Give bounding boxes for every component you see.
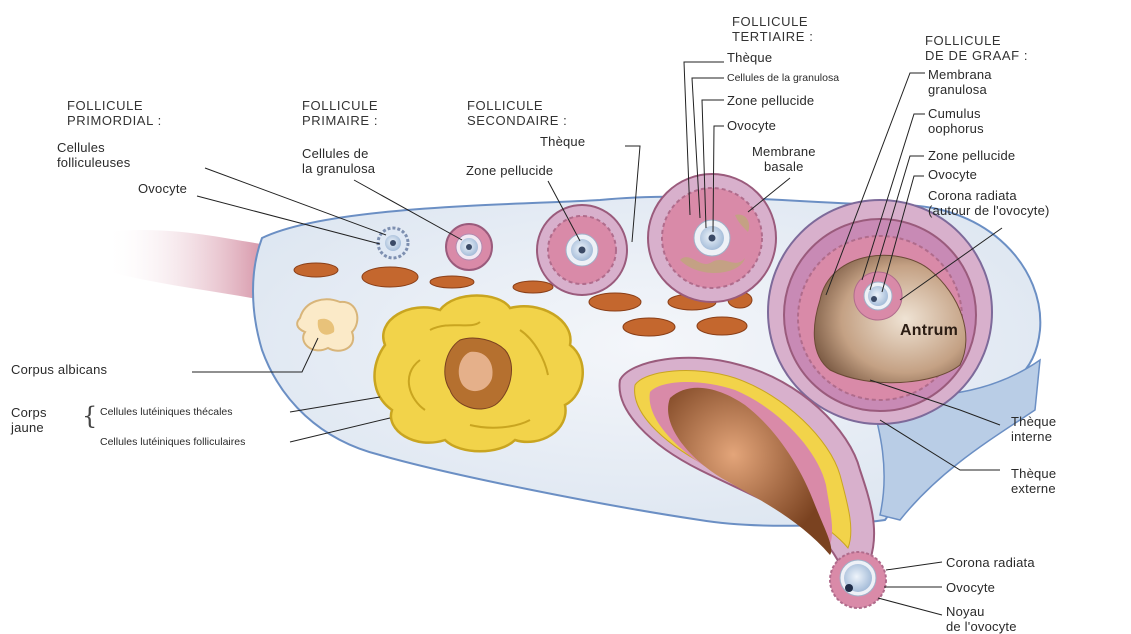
label-ovocyte-primordial: Ovocyte — [138, 181, 187, 196]
primary-follicle — [446, 224, 492, 270]
header-tertiaire-line2: TERTIAIRE : — [732, 29, 813, 44]
label-cellules-granulosa-primaire: Cellules de la granulosa — [302, 146, 375, 176]
label-cellules-granulosa-tertiaire: Cellules de la granulosa — [727, 72, 839, 84]
header-tertiaire-line1: FOLLICULE — [732, 14, 813, 29]
label-luteiniques-folliculaires: Cellules lutéiniques folliculaires — [100, 436, 245, 448]
header-secondaire-line2: SECONDAIRE : — [467, 113, 567, 128]
header-graaf-line1: FOLLICULE — [925, 33, 1028, 48]
label-corps-jaune: Corps jaune — [11, 405, 47, 435]
label-membrane-basale: Membrane basale — [752, 144, 816, 174]
header-primaire-line2: PRIMAIRE : — [302, 113, 378, 128]
header-tertiaire: FOLLICULE TERTIAIRE : — [732, 14, 813, 44]
label-cumulus-oophorus-line2: oophorus — [928, 121, 984, 136]
label-noyau-ovocyte-line1: Noyau — [946, 604, 1017, 619]
label-cellules-folliculeuses-line2: folliculeuses — [57, 155, 130, 170]
label-corona-radiata-graaf: Corona radiata (autour de l'ovocyte) — [928, 188, 1050, 218]
label-membrana-granulosa-line2: granulosa — [928, 82, 992, 97]
label-zone-pellucide-tertiaire: Zone pellucide — [727, 93, 814, 108]
header-primordial-line2: PRIMORDIAL : — [67, 113, 162, 128]
label-theque-tertiaire: Thèque — [727, 50, 772, 65]
corpus-luteum — [375, 296, 583, 452]
label-membrana-granulosa-line1: Membrana — [928, 67, 992, 82]
label-cellules-granulosa-primaire-line2: la granulosa — [302, 161, 375, 176]
label-theque-interne: Thèque interne — [1011, 414, 1056, 444]
label-cellules-folliculeuses-line1: Cellules — [57, 140, 130, 155]
brace-symbol: { — [82, 402, 97, 430]
label-theque-externe-line1: Thèque — [1011, 466, 1056, 481]
label-theque-externe-line2: externe — [1011, 481, 1056, 496]
label-membrana-granulosa: Membrana granulosa — [928, 67, 992, 97]
primordial-follicle — [378, 228, 408, 258]
label-ovocyte-graaf: Ovocyte — [928, 167, 977, 182]
released-ovocyte — [830, 552, 886, 608]
header-graaf-line2: DE DE GRAAF : — [925, 48, 1028, 63]
label-cumulus-oophorus-line1: Cumulus — [928, 106, 984, 121]
label-corpus-albicans: Corpus albicans — [11, 362, 107, 377]
header-secondaire-line1: FOLLICULE — [467, 98, 567, 113]
ovarian-ligament — [105, 230, 268, 300]
label-antrum: Antrum — [900, 323, 958, 338]
header-primaire-line1: FOLLICULE — [302, 98, 378, 113]
label-theque-interne-line1: Thèque — [1011, 414, 1056, 429]
corpus-albicans — [297, 299, 357, 350]
label-cellules-folliculeuses: Cellules folliculeuses — [57, 140, 130, 170]
label-corona-radiata-graaf-line1: Corona radiata — [928, 188, 1050, 203]
header-primaire: FOLLICULE PRIMAIRE : — [302, 98, 378, 128]
label-theque-secondaire: Thèque — [540, 134, 585, 149]
label-theque-interne-line2: interne — [1011, 429, 1056, 444]
label-zone-pellucide-graaf: Zone pellucide — [928, 148, 1015, 163]
label-cellules-granulosa-primaire-line1: Cellules de — [302, 146, 375, 161]
label-ovocyte-tertiaire: Ovocyte — [727, 118, 776, 133]
label-zone-pellucide-secondaire: Zone pellucide — [466, 163, 553, 178]
header-graaf: FOLLICULE DE DE GRAAF : — [925, 33, 1028, 63]
label-corps-jaune-line1: Corps — [11, 405, 47, 420]
header-primordial-line1: FOLLICULE — [67, 98, 162, 113]
label-noyau-ovocyte: Noyau de l'ovocyte — [946, 604, 1017, 634]
label-luteiniques-thecales: Cellules lutéiniques thécales — [100, 406, 233, 418]
tertiary-follicle — [648, 174, 776, 302]
label-membrane-basale-line2: basale — [752, 159, 816, 174]
label-ovocyte-ovule: Ovocyte — [946, 580, 995, 595]
header-primordial: FOLLICULE PRIMORDIAL : — [67, 98, 162, 128]
label-cumulus-oophorus: Cumulus oophorus — [928, 106, 984, 136]
label-corona-radiata-graaf-line2: (autour de l'ovocyte) — [928, 203, 1050, 218]
label-noyau-ovocyte-line2: de l'ovocyte — [946, 619, 1017, 634]
header-secondaire: FOLLICULE SECONDAIRE : — [467, 98, 567, 128]
label-theque-externe: Thèque externe — [1011, 466, 1056, 496]
label-membrane-basale-line1: Membrane — [752, 144, 816, 159]
label-corona-radiata-ovule: Corona radiata — [946, 555, 1035, 570]
label-corps-jaune-line2: jaune — [11, 420, 47, 435]
secondary-follicle — [537, 205, 627, 295]
graafian-follicle — [768, 200, 992, 424]
